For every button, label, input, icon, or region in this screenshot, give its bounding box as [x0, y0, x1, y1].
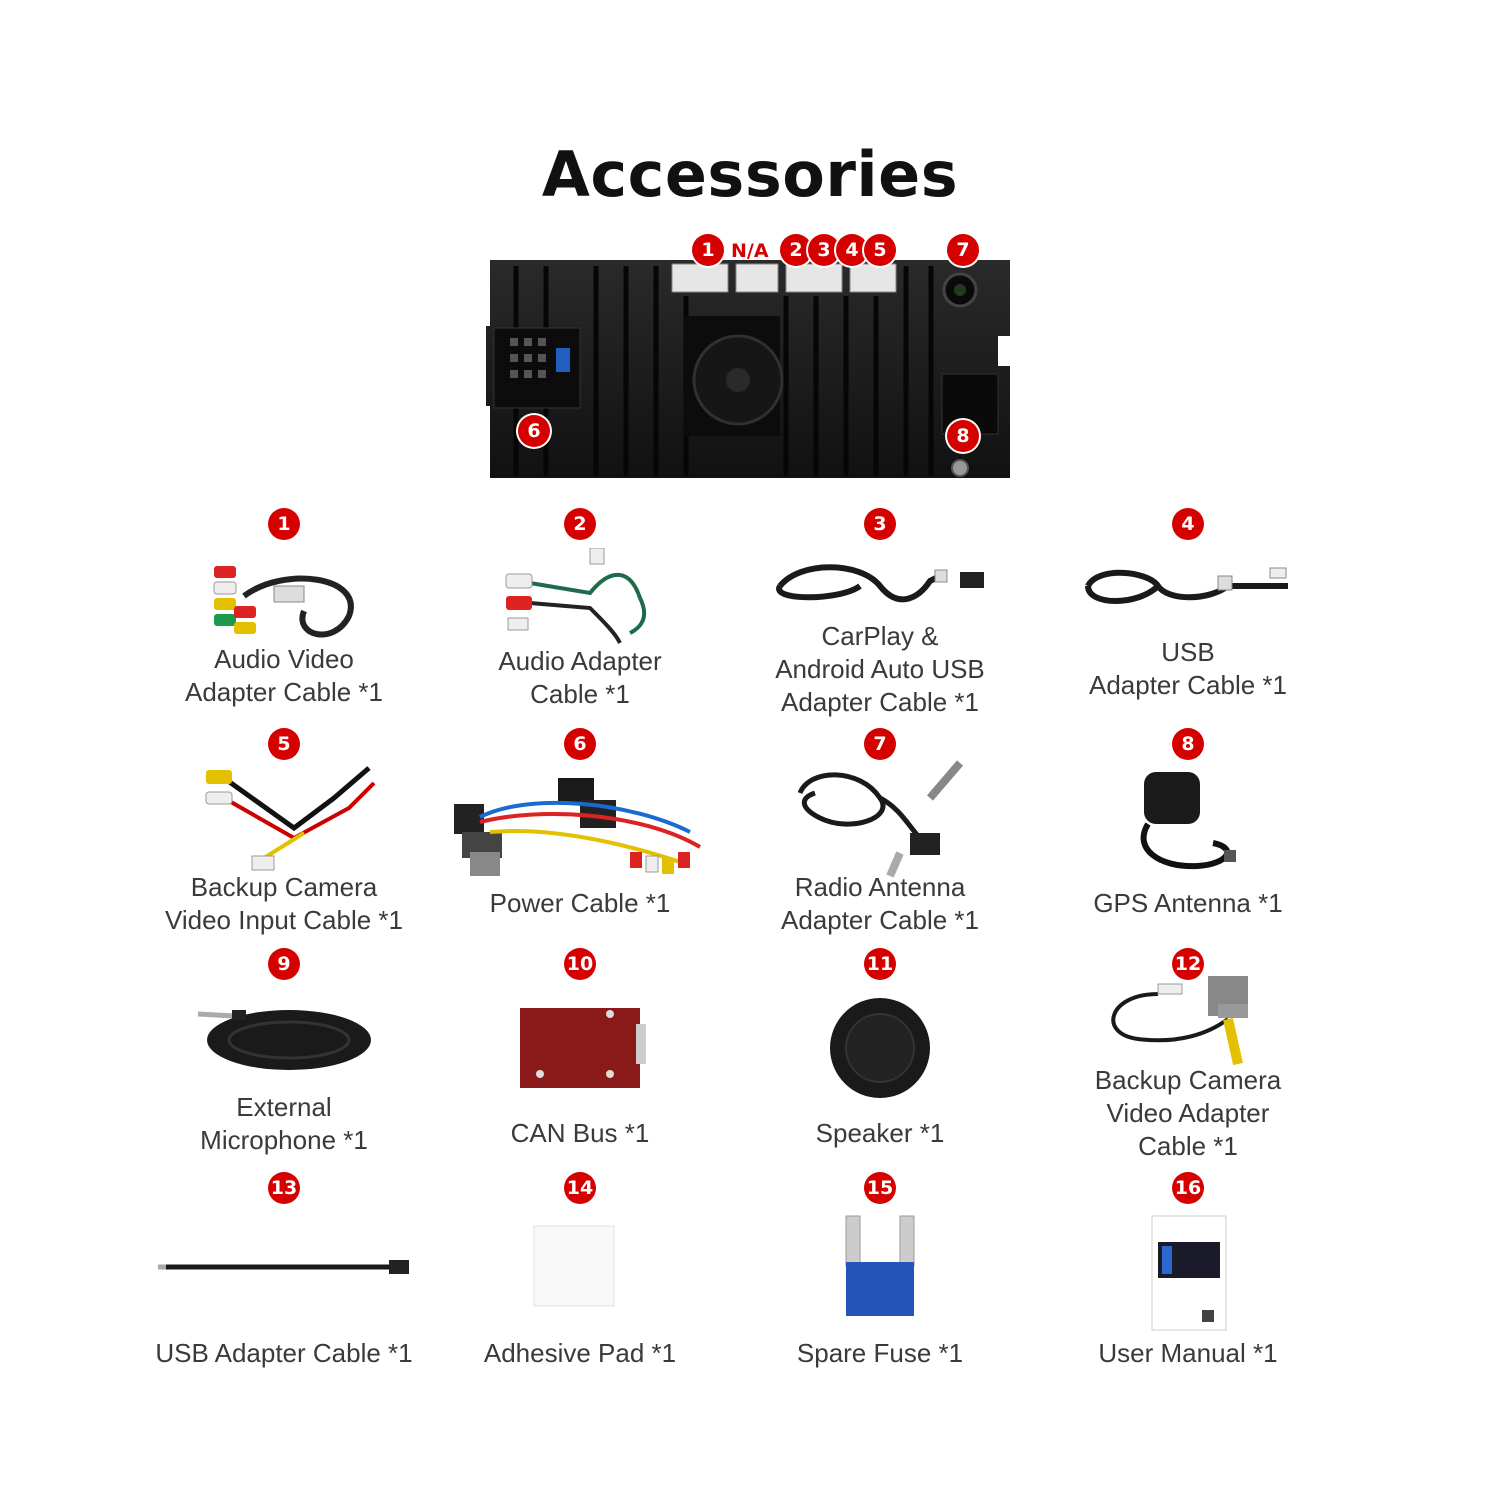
carplay-usb-cable-image [776, 564, 984, 603]
item-number-badge: 16 [1172, 1172, 1204, 1204]
item-number-badge: 3 [864, 508, 896, 540]
port-badge-4: 4 [836, 234, 868, 266]
item-number-badge: 11 [864, 948, 896, 980]
backup-camera-video-adapter-image [1111, 976, 1248, 1066]
item-number-badge: 6 [564, 728, 596, 760]
page-title: Accessories [541, 138, 959, 211]
item-number-badge: 13 [268, 1172, 300, 1204]
item-number-badge: 9 [268, 948, 300, 980]
usb-adapter-cable-image [1085, 567, 1288, 604]
item-number-badge: 15 [864, 1172, 896, 1204]
speaker-image [830, 998, 930, 1098]
port-badge-8: 8 [947, 420, 979, 452]
item-label: Spare Fuse *1 [796, 1338, 964, 1368]
adhesive-pad-image [533, 1225, 615, 1307]
item-number-badge: 8 [1172, 728, 1204, 760]
item-number-badge: 14 [564, 1172, 596, 1204]
power-cable-image [454, 778, 702, 876]
item-label: USB Adapter Cable *1 [155, 1338, 413, 1368]
port-badge-1: 1 [692, 234, 724, 266]
item-label: CAN Bus *1 [510, 1118, 650, 1148]
spare-fuse-image [845, 1215, 915, 1316]
port-badge-5: 5 [864, 234, 896, 266]
external-microphone-image [197, 1010, 371, 1070]
head-unit-rear-image [486, 260, 1010, 478]
item-number-badge: 12 [1172, 948, 1204, 980]
item-number-badge: 1 [268, 508, 300, 540]
user-manual-image [1151, 1215, 1227, 1331]
backup-camera-input-cable-image [205, 766, 376, 871]
usb-adapter-cable-13-image [158, 1260, 409, 1274]
item-number-badge: 5 [268, 728, 300, 760]
audio-adapter-cable-image [505, 548, 647, 644]
item-number-badge: 7 [864, 728, 896, 760]
port-badge-3: 3 [808, 234, 840, 266]
item-number-badge: 10 [564, 948, 596, 980]
gps-antenna-image [1140, 772, 1236, 870]
item-label: GPS Antenna *1 [1093, 888, 1283, 918]
radio-antenna-adapter-image [797, 760, 964, 878]
port-badge-6: 6 [518, 415, 550, 447]
item-label: Power Cable *1 [489, 888, 671, 918]
item-number-badge: 4 [1172, 508, 1204, 540]
item-label: Speaker *1 [815, 1118, 945, 1148]
item-label: Adhesive Pad *1 [483, 1338, 677, 1368]
item-label: User Manual *1 [1098, 1338, 1278, 1368]
av-adapter-cable-image [213, 566, 354, 638]
can-bus-image [520, 1008, 646, 1088]
item-number-badge: 2 [564, 508, 596, 540]
port-badge-2: 2 [780, 234, 812, 266]
port-na-label: N/A [731, 240, 769, 262]
port-badge-7: 7 [947, 234, 979, 266]
